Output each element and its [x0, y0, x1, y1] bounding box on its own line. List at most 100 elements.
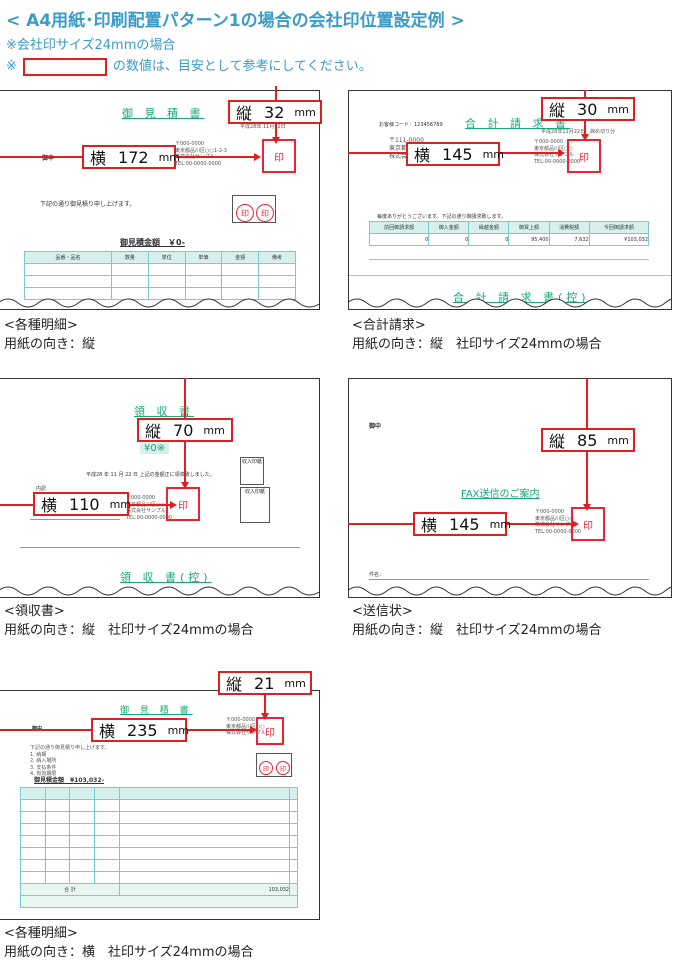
company-seal-icon: 印 [262, 139, 296, 173]
total-label: 合 計 [20, 883, 120, 896]
caption-detail: 用紙の向き：縦 社印サイズ24mmの場合 [352, 623, 602, 638]
doc-title: 御 見 積 書 [120, 706, 193, 716]
marker-line [586, 452, 588, 506]
col-header: 御入金額 [428, 221, 470, 234]
col-header: 御買上額 [508, 221, 550, 234]
stamp-box: 収入印紙 [240, 457, 264, 485]
doc-title: 御 見 積 書 [122, 107, 205, 120]
unit-label: mm [294, 105, 316, 119]
col-header: 備考 [258, 251, 296, 264]
approval-stamps: 印 印 [256, 753, 292, 777]
unit-label: mm [158, 150, 180, 164]
yoko-value: 145 [442, 144, 473, 164]
table-cell: 0 [428, 233, 470, 246]
arrow-down-icon [581, 134, 589, 141]
items-table: 品番・品名 数量 単位 単価 金額 備考 [24, 251, 296, 300]
tate-label: 縦 [549, 101, 566, 120]
unit-label: mm [167, 723, 189, 737]
tate-measure-box: 縦 85 mm [541, 428, 635, 452]
cut-line [20, 547, 300, 548]
doc-title: 合 計 請 求 書 [465, 117, 570, 130]
marker-line [0, 729, 92, 731]
marker-line [275, 86, 277, 102]
caption-example-1: <各種明細> 用紙の向き：縦 [4, 316, 95, 354]
items-table: 合 計 103,032 [20, 787, 298, 908]
tate-label: 縦 [236, 104, 253, 123]
total-value: 103,032 [118, 883, 291, 896]
marker-line [0, 504, 34, 506]
doc-invoice: お客様コード：123456789 合 計 請 求 書 平成28年11月22日 締… [348, 90, 672, 310]
stamp-icon: 印 [276, 761, 290, 775]
note-seal-size: ※会社印サイズ24mmの場合 [6, 38, 176, 53]
col-header: 金額 [221, 251, 260, 264]
estimate-summary: 御見積金額 ¥103,032- [34, 777, 104, 784]
marker-line [584, 121, 586, 135]
unit-label: mm [607, 433, 629, 447]
marker-line [500, 152, 558, 154]
col-header: 繰越金額 [468, 221, 510, 234]
doc-receipt: 領 収 書 ¥0※ 平成28 年 11 月 22 日 上記の金額正に領収致しまし… [0, 378, 320, 598]
table-cell: 7,632 [548, 233, 590, 246]
customer-name: 御中 [369, 423, 382, 430]
tate-value: 85 [577, 430, 598, 450]
tate-label: 縦 [549, 432, 566, 451]
arrow-down-icon [272, 137, 280, 144]
company-seal-icon: 印 [567, 139, 601, 173]
unit-label: mm [489, 517, 511, 531]
caption-detail: 用紙の向き：横 社印サイズ24mmの場合 [4, 945, 254, 960]
invoice-table: 前回御請求額 御入金額 繰越金額 御買上額 消費税額 今回御請求額 0 0 0 … [368, 221, 650, 246]
divider [30, 519, 120, 520]
company-seal-icon: 印 [256, 717, 284, 745]
stamp-icon: 印 [259, 761, 273, 775]
arrow-down-icon [261, 713, 269, 720]
yoko-value: 110 [69, 494, 100, 514]
tate-value: 32 [264, 102, 285, 122]
body-line: 下記の通り御見積り申し上げます。 [40, 201, 136, 208]
col-header: 品番・品名 [24, 251, 112, 264]
arrow-right-icon [250, 726, 257, 734]
marker-line [584, 90, 586, 98]
marker-line [586, 378, 588, 428]
tate-value: 70 [173, 420, 194, 440]
yoko-value: 235 [127, 720, 158, 740]
divider [369, 579, 649, 580]
col-header: 単位 [147, 251, 186, 264]
unit-label: mm [284, 676, 306, 690]
tear-wave [349, 586, 671, 597]
caption-detail: 用紙の向き：縦 社印サイズ24mmの場合 [352, 337, 602, 352]
company-info: 〒000-0000東京都品川区○○1-2-3株式会社サンプルTEL:00-000… [175, 141, 227, 167]
tate-measure-box: 縦 32 mm [228, 100, 322, 124]
stamp-box: 収入印紙 [240, 487, 270, 523]
doc-title: 領 収 書 [134, 405, 194, 418]
divider [369, 259, 649, 260]
note-suffix: の数値は、目安として参考にしてください。 [112, 59, 372, 74]
table-cell: 0 [368, 233, 430, 246]
arrow-right-icon [572, 520, 579, 528]
marker-line [264, 693, 266, 715]
unit-label: mm [203, 423, 225, 437]
marker-line [506, 523, 572, 525]
caption-title: <各種明細> [4, 926, 78, 941]
marker-line [186, 729, 250, 731]
marker-line [275, 120, 277, 138]
yoko-value: 145 [449, 514, 480, 534]
caption-example-2: <合計請求> 用紙の向き：縦 社印サイズ24mmの場合 [352, 316, 601, 354]
marker-line [348, 152, 408, 154]
caption-example-4: <送信状> 用紙の向き：縦 社印サイズ24mmの場合 [352, 602, 601, 640]
tear-wave [0, 298, 319, 309]
note-prefix: ※ [6, 59, 17, 74]
col-header: 数量 [110, 251, 149, 264]
receipt-amount: ¥0※ [140, 443, 170, 454]
doc-title: FAX送信のご案内 [461, 489, 540, 500]
tate-value: 30 [577, 99, 598, 119]
table-cell: 95,400 [508, 233, 550, 246]
marker-line [184, 442, 186, 484]
